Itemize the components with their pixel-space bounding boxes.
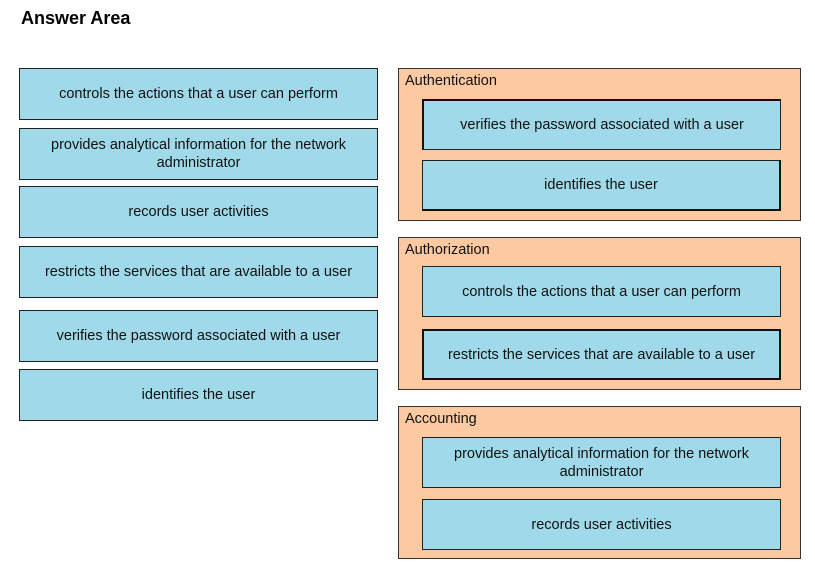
source-item-identifies-user[interactable]: identifies the user (19, 369, 378, 421)
authorization-slot-2[interactable]: restricts the services that are availabl… (422, 329, 781, 380)
authorization-slot-1[interactable]: controls the actions that a user can per… (422, 266, 781, 317)
source-item-records-activities[interactable]: records user activities (19, 186, 378, 238)
accounting-label: Accounting (405, 411, 477, 427)
accounting-group: Accounting provides analytical informati… (398, 406, 801, 559)
source-item-controls-actions[interactable]: controls the actions that a user can per… (19, 68, 378, 120)
source-item-analytical-info[interactable]: provides analytical information for the … (19, 128, 378, 180)
authorization-label: Authorization (405, 242, 490, 258)
authentication-slot-2[interactable]: identifies the user (422, 160, 781, 211)
authorization-group: Authorization controls the actions that … (398, 237, 801, 390)
source-item-verifies-password[interactable]: verifies the password associated with a … (19, 310, 378, 362)
source-item-restricts-services[interactable]: restricts the services that are availabl… (19, 246, 378, 298)
authentication-slot-1[interactable]: verifies the password associated with a … (422, 99, 781, 150)
answer-area-title: Answer Area (21, 8, 131, 28)
authentication-group: Authentication verifies the password ass… (398, 68, 801, 221)
accounting-slot-1[interactable]: provides analytical information for the … (422, 437, 781, 488)
authentication-label: Authentication (405, 73, 497, 89)
accounting-slot-2[interactable]: records user activities (422, 499, 781, 550)
